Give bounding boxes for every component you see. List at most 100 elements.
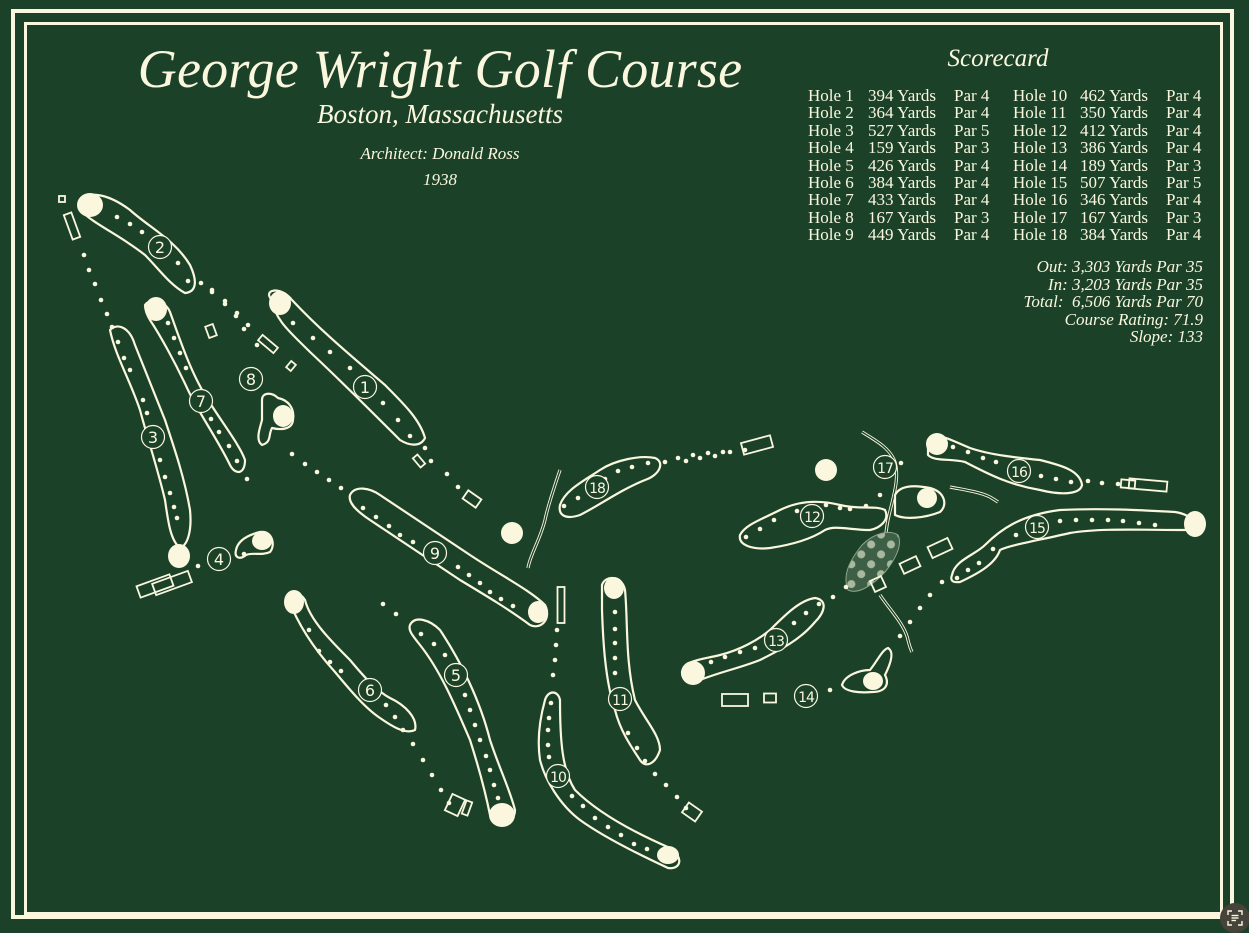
tee-box — [898, 555, 922, 575]
yardage-dot — [545, 727, 551, 733]
yardage-dot — [338, 668, 344, 674]
yardage-dot — [837, 505, 843, 511]
yardage-dot — [592, 815, 598, 821]
tee-box — [411, 453, 427, 469]
green — [273, 405, 293, 427]
green — [528, 601, 548, 623]
yardage-dot — [823, 502, 829, 508]
yardage-dot — [495, 795, 501, 801]
yardage-dot — [612, 626, 618, 632]
hole-1: 1 — [268, 289, 483, 509]
yardage-dot — [580, 803, 586, 809]
out-total: Out: 3,303 Yards Par 35 — [1036, 257, 1203, 276]
yardage-dot — [803, 610, 809, 616]
yardage-dot — [487, 589, 493, 595]
hole-par: Par 4 — [954, 225, 990, 245]
pond — [845, 532, 900, 592]
hole-number-icon — [607, 686, 633, 712]
yardage-dot — [629, 464, 635, 470]
hole-par: Par 4 — [1166, 190, 1202, 210]
yardage-dot — [1136, 520, 1142, 526]
hole-yards: 384 Yards — [868, 172, 937, 192]
tee-box — [62, 211, 82, 241]
hole-number-icon — [140, 424, 166, 450]
yardage-dot — [1099, 480, 1105, 486]
yardage-dot — [683, 805, 689, 811]
fairway-outline — [143, 299, 247, 473]
yardage-dot — [965, 567, 971, 573]
hole-number-icon — [238, 366, 264, 392]
yardage-dot — [446, 800, 452, 806]
scan-text-button[interactable] — [1220, 903, 1249, 933]
yardage-dot — [139, 229, 145, 235]
hole-par: Par 4 — [954, 155, 990, 175]
hole-2: 2 — [58, 193, 251, 330]
yardage-dot — [612, 670, 618, 676]
yardage-dot — [127, 221, 133, 227]
hole-par: Par 4 — [1166, 103, 1202, 123]
yardage-dot — [1073, 517, 1079, 523]
yardage-dot — [491, 782, 497, 788]
hole-number-label: 4 — [214, 550, 224, 569]
hole-name: Hole 4 — [808, 138, 854, 158]
green — [77, 193, 103, 217]
hole-number-label: 9 — [430, 544, 440, 563]
yardage-dot — [360, 505, 366, 511]
tee-box — [1119, 478, 1137, 490]
hole-number-label: 13 — [768, 634, 784, 650]
yardage-dot — [1057, 518, 1063, 524]
yardage-dot — [615, 468, 621, 474]
yardage-dot — [697, 455, 703, 461]
yardage-dot — [965, 449, 971, 455]
creek-inner — [879, 594, 913, 653]
hole-yards: 394 Yards — [868, 86, 937, 105]
hole-number-icon — [763, 627, 789, 653]
hole-par: Par 4 — [1166, 86, 1202, 105]
hole-name: Hole 3 — [808, 120, 854, 140]
yardage-dot — [644, 846, 650, 852]
hole-name: Hole 5 — [808, 155, 854, 175]
hole-16: 16 — [926, 433, 1169, 495]
yardage-dot — [114, 214, 120, 220]
yardage-dot — [462, 692, 468, 698]
hole-number-label: 7 — [196, 392, 206, 411]
hole-number-icon — [545, 763, 571, 789]
hole-number-icon — [422, 540, 448, 566]
green — [657, 846, 679, 864]
yardage-dot — [400, 727, 406, 733]
hole-name: Hole 12 — [1013, 120, 1068, 140]
hole-name: Hole 7 — [808, 190, 854, 210]
fairway-outline — [893, 485, 946, 519]
tee-box — [460, 799, 474, 817]
yardage-dot — [373, 514, 379, 520]
yardage-dot — [165, 320, 171, 326]
tee-box — [680, 801, 704, 823]
yardage-dot — [157, 457, 163, 463]
yardage-dot — [127, 367, 133, 373]
yardage-dot — [618, 832, 624, 838]
path-dot — [553, 642, 559, 648]
yardage-dot — [605, 824, 611, 830]
yardage-dot — [310, 335, 316, 341]
hole-number-icon — [352, 374, 378, 400]
yardage-dot — [625, 730, 631, 736]
hole-name: Hole 8 — [808, 207, 854, 227]
fairway-outline — [950, 508, 1195, 584]
yardage-dot — [612, 640, 618, 646]
yardage-dot — [438, 787, 444, 793]
hole-number-icon — [799, 503, 825, 529]
water-features — [526, 430, 999, 653]
hole-5: 5 — [380, 601, 517, 827]
hole-number-label: 3 — [148, 428, 158, 447]
outer-border — [11, 9, 1234, 919]
hole-par: Par 5 — [1166, 172, 1202, 192]
yardage-dot — [830, 594, 836, 600]
yardage-dot — [233, 313, 239, 319]
hole-yards: 426 Yards — [868, 155, 937, 175]
fairway-outline — [680, 596, 825, 683]
tee-box — [284, 359, 298, 373]
